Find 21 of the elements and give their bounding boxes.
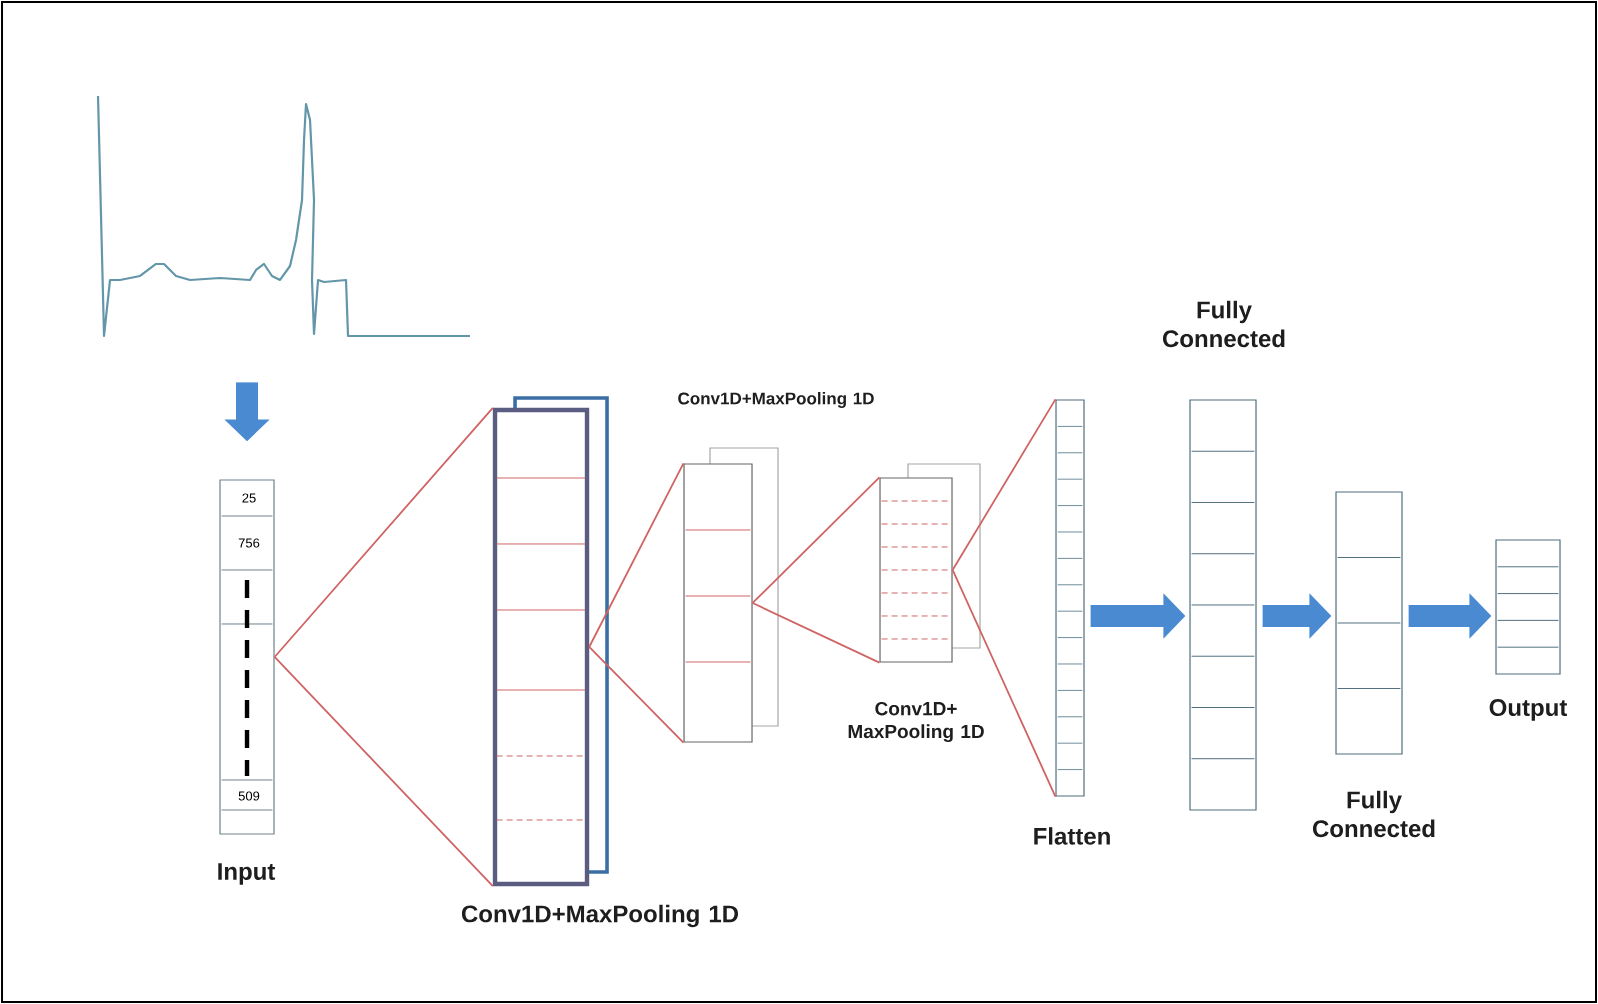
ecg-signal-drawing [96, 95, 470, 338]
layer-block [1055, 399, 1085, 797]
layer-label: Fully Connected [1313, 790, 1435, 838]
input-vector [219, 479, 275, 835]
layer-block [683, 447, 779, 743]
layer-block [879, 463, 981, 663]
connection-lines [751, 476, 881, 664]
layer-label: Flatten [1034, 827, 1110, 845]
connection-lines [273, 406, 494, 888]
layer-block [492, 396, 609, 887]
connection-lines [951, 398, 1057, 798]
layer-label: Conv1D+MaxPooling 1D [461, 904, 738, 928]
layer-block [1189, 399, 1257, 811]
layer-label: Conv1D+MaxPooling 1D [678, 392, 874, 408]
layer-label: Fully Connected [1163, 300, 1285, 348]
layer-label: Output [1489, 699, 1568, 721]
connection-lines [588, 462, 685, 744]
layer-block [1495, 539, 1561, 675]
layer-label: Conv1D+ MaxPooling 1D [848, 701, 984, 742]
layer-label: Input [218, 863, 276, 885]
layer-block [1335, 491, 1403, 755]
